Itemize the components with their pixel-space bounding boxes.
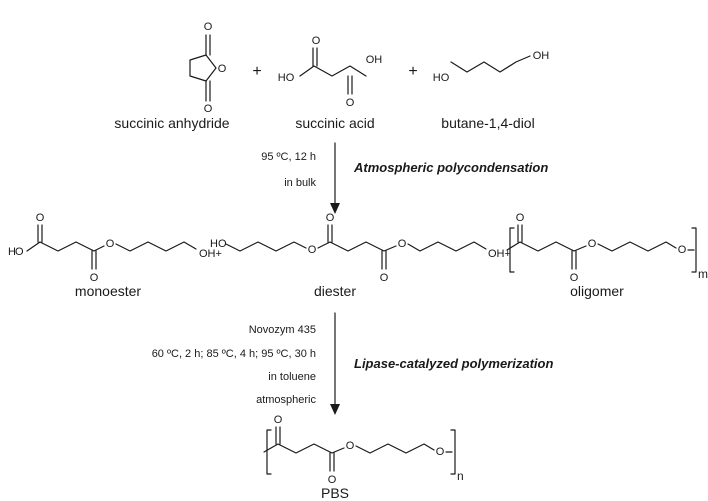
bracket-right	[450, 429, 456, 475]
atom-o: O	[204, 103, 213, 115]
step2-arrow-head	[330, 404, 340, 415]
atom-o: O	[346, 440, 355, 452]
step1-condition-1: 95 ºC, 12 h	[261, 151, 316, 163]
atom-ho: HO	[433, 72, 450, 84]
step2-process-label: Lipase-catalyzed polymerization	[354, 356, 553, 371]
step2-condition-1: Novozym 435	[249, 324, 316, 336]
atom-o: O	[436, 446, 445, 458]
subscript-n: n	[457, 469, 464, 483]
atom-o: O	[106, 238, 115, 250]
atom-oh: OH	[366, 54, 383, 66]
step1-process-label: Atmospheric polycondensation	[353, 160, 548, 175]
atom-o: O	[678, 244, 687, 256]
atom-o: O	[90, 272, 99, 284]
atom-o: O	[326, 212, 335, 224]
atom-o: O	[516, 212, 525, 224]
atom-ho: HO	[278, 72, 295, 84]
bracket-right	[691, 227, 697, 273]
atom-o: O	[346, 97, 355, 109]
subscript-m: m	[698, 267, 708, 281]
label-butanediol: butane-1,4-diol	[441, 115, 534, 131]
plus-sign: +	[408, 63, 417, 80]
label-pbs: PBS	[321, 485, 349, 501]
atom-o: O	[570, 272, 579, 284]
step2-condition-2: 60 ºC, 2 h; 85 ºC, 4 h; 95 ºC, 30 h	[152, 348, 316, 360]
succinic-anhydride-structure: O O O	[189, 21, 227, 115]
atom-o: O	[328, 474, 337, 486]
step1-arrow-head	[330, 203, 340, 214]
succinic-acid-structure: O HO OH O	[278, 35, 383, 109]
label-diester: diester	[314, 283, 356, 299]
atom-o: O	[15, 246, 24, 258]
atom-o: O	[274, 414, 283, 426]
bracket-left	[509, 227, 515, 273]
label-oligomer: oligomer	[570, 283, 624, 299]
atom-ho: HO	[210, 238, 227, 250]
step1-condition-2: in bulk	[284, 177, 316, 189]
label-succinic-anhydride: succinic anhydride	[114, 115, 229, 131]
atom-o: O	[398, 238, 407, 250]
atom-o: O	[36, 212, 45, 224]
step2-condition-3: in toluene	[268, 371, 316, 383]
diester-structure: HO O O O O OH+	[210, 212, 511, 284]
atom-h: H	[8, 246, 16, 258]
atom-o: O	[204, 21, 213, 33]
atom-o: O	[312, 35, 321, 47]
atom-oh: OH	[533, 50, 550, 62]
atom-o: O	[588, 238, 597, 250]
pbs-structure: O O O O n	[263, 414, 464, 486]
label-monoester: monoester	[75, 283, 141, 299]
atom-o: O	[380, 272, 389, 284]
oligomer-structure: O O O O m	[506, 212, 708, 284]
atom-oh-plus: OH+	[199, 248, 222, 260]
plus-sign: +	[252, 63, 261, 80]
label-succinic-acid: succinic acid	[295, 115, 374, 131]
atom-oh-plus: OH+	[488, 248, 511, 260]
atom-o: O	[218, 63, 227, 75]
butanediol-structure: HO OH	[433, 50, 550, 84]
bracket-left	[266, 429, 272, 475]
atom-o: O	[308, 244, 317, 256]
monoester-structure: H O O O O OH+	[8, 212, 222, 284]
step2-condition-4: atmospheric	[256, 394, 316, 406]
